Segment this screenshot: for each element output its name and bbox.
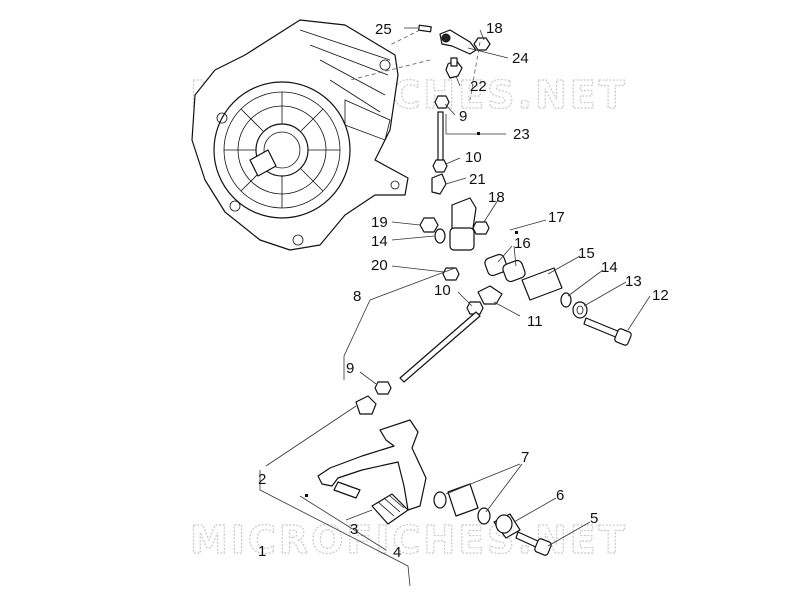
bush-7 [447, 483, 479, 517]
callout-11: 11 [527, 313, 543, 330]
callout-24: 24 [512, 50, 529, 67]
callout-19: 19 [371, 214, 388, 231]
callout-14-right: 14 [601, 259, 618, 276]
washer-7a [433, 491, 447, 509]
callout-8: 8 [353, 288, 361, 305]
rod-8 [399, 311, 481, 383]
screw-25 [418, 24, 432, 33]
callout-15: 15 [578, 245, 595, 262]
callout-13: 13 [625, 273, 642, 290]
ball-joint-2 [355, 395, 377, 415]
callout-5: 5 [590, 510, 598, 527]
callout-7: 7 [521, 449, 529, 466]
washer-13 [572, 301, 588, 319]
washer-14-right [560, 292, 572, 308]
callout-16: 16 [514, 235, 531, 252]
callout-9-low: 9 [346, 360, 354, 377]
nut-10-top [432, 159, 448, 173]
callout-10-mid: 10 [434, 282, 451, 299]
callout-1: 1 [258, 543, 266, 560]
bracket-17 [449, 197, 477, 251]
spacer-6 [493, 513, 521, 539]
callout-21: 21 [469, 171, 486, 188]
bolt-5 [515, 531, 552, 556]
watermark-bottom: MICROFICHES.NET [190, 518, 628, 562]
callout-12: 12 [652, 287, 669, 304]
callout-22: 22 [470, 78, 487, 95]
washer-7b [477, 507, 491, 525]
nut-18-top [473, 37, 491, 51]
callout-18-top: 18 [486, 20, 503, 37]
callout-3: 3 [350, 521, 358, 538]
rubber-3 [371, 493, 409, 525]
callout-9-top: 9 [459, 108, 467, 125]
washer-14-mid [434, 228, 446, 244]
ball-joint-21 [431, 173, 447, 195]
callout-6: 6 [556, 487, 564, 504]
bolt-12 [583, 317, 632, 346]
lever-24 [439, 29, 477, 55]
callout-14-mid: 14 [371, 233, 388, 250]
gearbox-housing [191, 19, 409, 251]
nut-18-mid [472, 221, 490, 235]
ball-joint-22 [445, 57, 463, 79]
callout-4: 4 [393, 544, 401, 561]
callout-23: 23 [513, 126, 530, 143]
ball-joint-11 [477, 285, 503, 305]
callout-25: 25 [375, 21, 392, 38]
lever-pin-4 [333, 481, 361, 499]
nut-9-low [374, 381, 392, 395]
leader-lines [259, 27, 651, 587]
nut-19 [419, 217, 439, 233]
sleeve-15 [521, 267, 563, 301]
callout-17: 17 [548, 209, 565, 226]
reference-dots [305, 132, 518, 497]
callout-20: 20 [371, 257, 388, 274]
callout-18-mid: 18 [488, 189, 505, 206]
callout-2: 2 [258, 471, 266, 488]
gear-lever-1 [317, 419, 427, 511]
callout-10-top: 10 [465, 149, 482, 166]
bush-16 [484, 253, 526, 283]
